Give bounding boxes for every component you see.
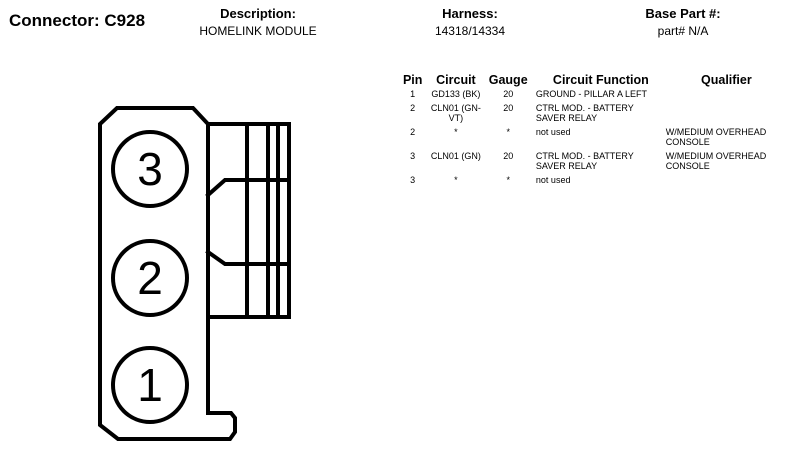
pin-table: Pin Circuit Gauge Circuit Function Quali… xyxy=(397,69,787,187)
base-part-block: Base Part #: part# N/A xyxy=(608,6,758,39)
pin-1-label: 1 xyxy=(137,359,163,411)
cell-qualifier: W/MEDIUM OVERHEAD CONSOLE xyxy=(665,151,767,171)
description-value: HOMELINK MODULE xyxy=(199,24,317,38)
cell-circuit: * xyxy=(454,127,458,137)
latch-arm-lower xyxy=(205,249,291,266)
cell-circuit: * xyxy=(454,175,458,185)
cell-function: not used xyxy=(535,127,571,137)
header-circuit: Circuit xyxy=(436,73,476,87)
cell-qualifier: W/MEDIUM OVERHEAD CONSOLE xyxy=(665,127,767,147)
harness-value: 14318/14334 xyxy=(434,24,506,38)
cell-function: CTRL MOD. - BATTERY SAVER RELAY xyxy=(535,151,634,171)
cell-function: GROUND - PILLAR A LEFT xyxy=(535,89,647,99)
pin-1-circle xyxy=(111,346,189,424)
latch-arm-upper xyxy=(205,178,291,198)
cell-function: not used xyxy=(535,175,571,185)
pin-3-circle xyxy=(111,130,189,208)
cell-gauge: * xyxy=(506,127,510,137)
cell-pin: 3 xyxy=(410,151,416,161)
header-gauge: Gauge xyxy=(488,73,528,87)
header-pin: Pin xyxy=(402,73,423,87)
description-block: Description: HOMELINK MODULE xyxy=(178,6,338,39)
harness-block: Harness: 14318/14334 xyxy=(400,6,540,39)
cell-circuit: GD133 (BK) xyxy=(431,89,481,99)
table-row: 3 * * not used xyxy=(397,173,787,187)
connector-housing-outline xyxy=(98,106,237,441)
pin-3-label: 3 xyxy=(137,143,163,195)
table-row: 2 * * not used W/MEDIUM OVERHEAD CONSOLE xyxy=(397,125,787,149)
base-part-label: Base Part #: xyxy=(645,6,721,21)
harness-label: Harness: xyxy=(442,6,498,21)
pin-2-circle xyxy=(111,239,189,317)
header-qualifier: Qualifier xyxy=(701,73,752,87)
cell-pin: 3 xyxy=(410,175,416,185)
cell-pin: 2 xyxy=(410,103,416,113)
cell-function: CTRL MOD. - BATTERY SAVER RELAY xyxy=(535,103,634,123)
cell-pin: 2 xyxy=(410,127,416,137)
connector-title: Connector: C928 xyxy=(9,11,146,30)
cell-gauge: 20 xyxy=(503,89,514,99)
pin-table-header: Pin Circuit Gauge Circuit Function Quali… xyxy=(397,69,787,87)
cell-gauge: * xyxy=(506,175,510,185)
cell-gauge: 20 xyxy=(503,151,514,161)
cell-pin: 1 xyxy=(410,89,416,99)
cell-circuit: CLN01 (GN) xyxy=(430,151,481,161)
table-row: 1 GD133 (BK) 20 GROUND - PILLAR A LEFT xyxy=(397,87,787,101)
base-part-value: part# N/A xyxy=(657,24,709,38)
pin-2-label: 2 xyxy=(137,252,163,304)
table-row: 3 CLN01 (GN) 20 CTRL MOD. - BATTERY SAVE… xyxy=(397,149,787,173)
cell-gauge: 20 xyxy=(503,103,514,113)
header-circuit-function: Circuit Function xyxy=(552,73,649,87)
cell-circuit: CLN01 (GN-VT) xyxy=(430,103,481,123)
table-row: 2 CLN01 (GN-VT) 20 CTRL MOD. - BATTERY S… xyxy=(397,101,787,125)
description-label: Description: xyxy=(220,6,296,21)
